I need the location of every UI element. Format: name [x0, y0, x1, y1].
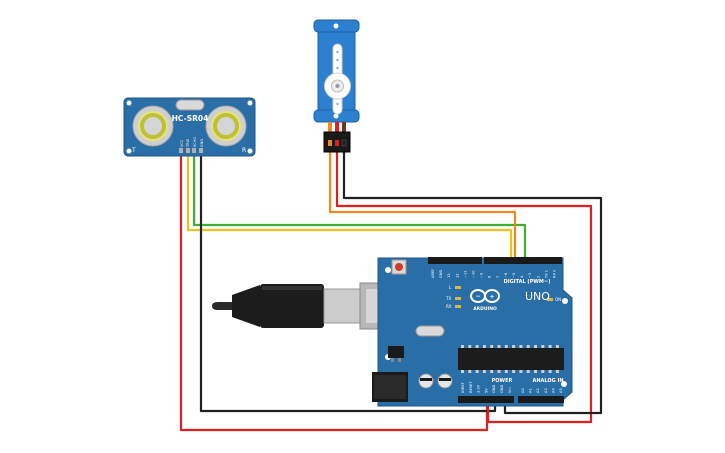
servo-motor[interactable]: [313, 19, 360, 153]
arduino-logo: − + ARDUINO: [470, 289, 500, 312]
power-pin-label-1: RESET: [469, 381, 473, 393]
capacitors: [418, 373, 453, 389]
svg-text:+: +: [489, 294, 494, 301]
power-pin-label-0: IOREF: [461, 382, 465, 393]
digital-pin-label-6: ~9: [480, 272, 484, 278]
brand-label: ARDUINO: [473, 306, 497, 312]
digital-pin-label-13: 2: [536, 276, 540, 278]
digital-pin-label-0: AREF: [431, 269, 435, 278]
power-pin-label-6: Vin: [508, 387, 512, 393]
digital-pin-labels: AREF GND 13 12 ~11 ~10 ~9 8 7 ~6 ~5 4 ~3 2 TX 1 RX 0: [431, 269, 557, 279]
sensor-pin-echo-label: ECHO: [193, 137, 197, 147]
sensor-corner-left: T: [131, 147, 136, 154]
digital-header-label: DIGITAL (PWM~): [504, 279, 551, 285]
digital-header-left: [428, 257, 482, 264]
sensor-pin-trig-label: TRIG: [186, 138, 190, 148]
led-rx-label: RX: [446, 304, 452, 309]
sensor-pin-gnd-label: GND: [200, 139, 204, 147]
analog-pin-label-0: A0: [521, 388, 525, 393]
power-header: [458, 396, 514, 403]
arduino-uno-board[interactable]: AREF GND 13 12 ~11 ~10 ~9 8 7 ~6 ~5 4 ~3 2 TX 1 RX 0 DI…: [372, 257, 573, 407]
status-leds: L TX RX: [445, 285, 461, 309]
wire-trig[interactable]: [186, 152, 513, 262]
power-pin-label-3: 5V: [484, 388, 488, 393]
svg-text:−: −: [475, 293, 480, 300]
sensor-corner-right: R: [242, 147, 246, 154]
wires: [179, 150, 603, 432]
analog-header-label: ANALOG IN: [532, 378, 563, 384]
analog-pin-label-2: A2: [536, 388, 540, 393]
digital-pin-label-3: 12: [455, 273, 459, 278]
crystal: [175, 99, 205, 111]
analog-header: [518, 396, 564, 403]
led-l-label: L: [449, 285, 452, 290]
digital-header-right: [484, 257, 562, 264]
usb-cable[interactable]: [212, 282, 411, 330]
wire-servo-signal[interactable]: [328, 150, 517, 262]
dc-power-jack[interactable]: [372, 372, 408, 402]
voltage-regulator: [388, 346, 404, 358]
digital-pin-label-8: 7: [496, 276, 500, 278]
servo-horn: [324, 43, 351, 115]
digital-pin-label-2: 13: [447, 273, 451, 278]
digital-pin-label-5: ~10: [472, 270, 476, 278]
digital-pin-label-15: RX 0: [553, 269, 557, 278]
digital-pin-label-1: GND: [439, 270, 443, 278]
power-pin-label-5: GND: [500, 385, 504, 393]
on-led: ON: [547, 297, 561, 302]
digital-pin-label-14: TX 1: [544, 270, 548, 279]
atmega-chip: [458, 345, 564, 373]
reset-button[interactable]: [391, 259, 407, 275]
sensor-pins: [179, 148, 203, 153]
transducer-left: [132, 105, 174, 147]
sensor-model-label: HC-SR04: [172, 114, 209, 123]
analog-pin-label-5: A5: [559, 388, 563, 393]
transducer-right: [205, 105, 247, 147]
sensor-pin-vcc-label: VCC: [180, 139, 184, 147]
wire-servo-power[interactable]: [335, 150, 593, 424]
power-header-label: POWER: [492, 378, 513, 384]
board-crystal: [415, 325, 445, 337]
led-tx-label: TX: [445, 296, 451, 301]
digital-pin-label-12: ~3: [528, 273, 532, 278]
digital-pin-label-10: ~5: [512, 273, 516, 278]
analog-pin-label-3: A3: [544, 388, 548, 393]
digital-pin-label-9: ~6: [504, 272, 508, 278]
analog-pin-label-4: A4: [551, 388, 555, 393]
ultrasonic-sensor[interactable]: HC-SR04 T R VCC TRIG ECHO GND: [123, 97, 256, 157]
power-pin-label-4: GND: [492, 385, 496, 393]
model-label: UNO: [525, 290, 550, 303]
analog-pin-label-1: A1: [529, 388, 533, 393]
power-pin-label-2: 3.3V: [477, 384, 481, 393]
digital-pin-label-4: ~11: [463, 270, 467, 278]
digital-pin-label-11: 4: [520, 275, 524, 278]
wire-echo[interactable]: [192, 152, 527, 262]
on-led-label: ON: [555, 297, 561, 302]
wire-servo-ground[interactable]: [342, 150, 603, 415]
digital-pin-label-7: 8: [488, 275, 492, 278]
